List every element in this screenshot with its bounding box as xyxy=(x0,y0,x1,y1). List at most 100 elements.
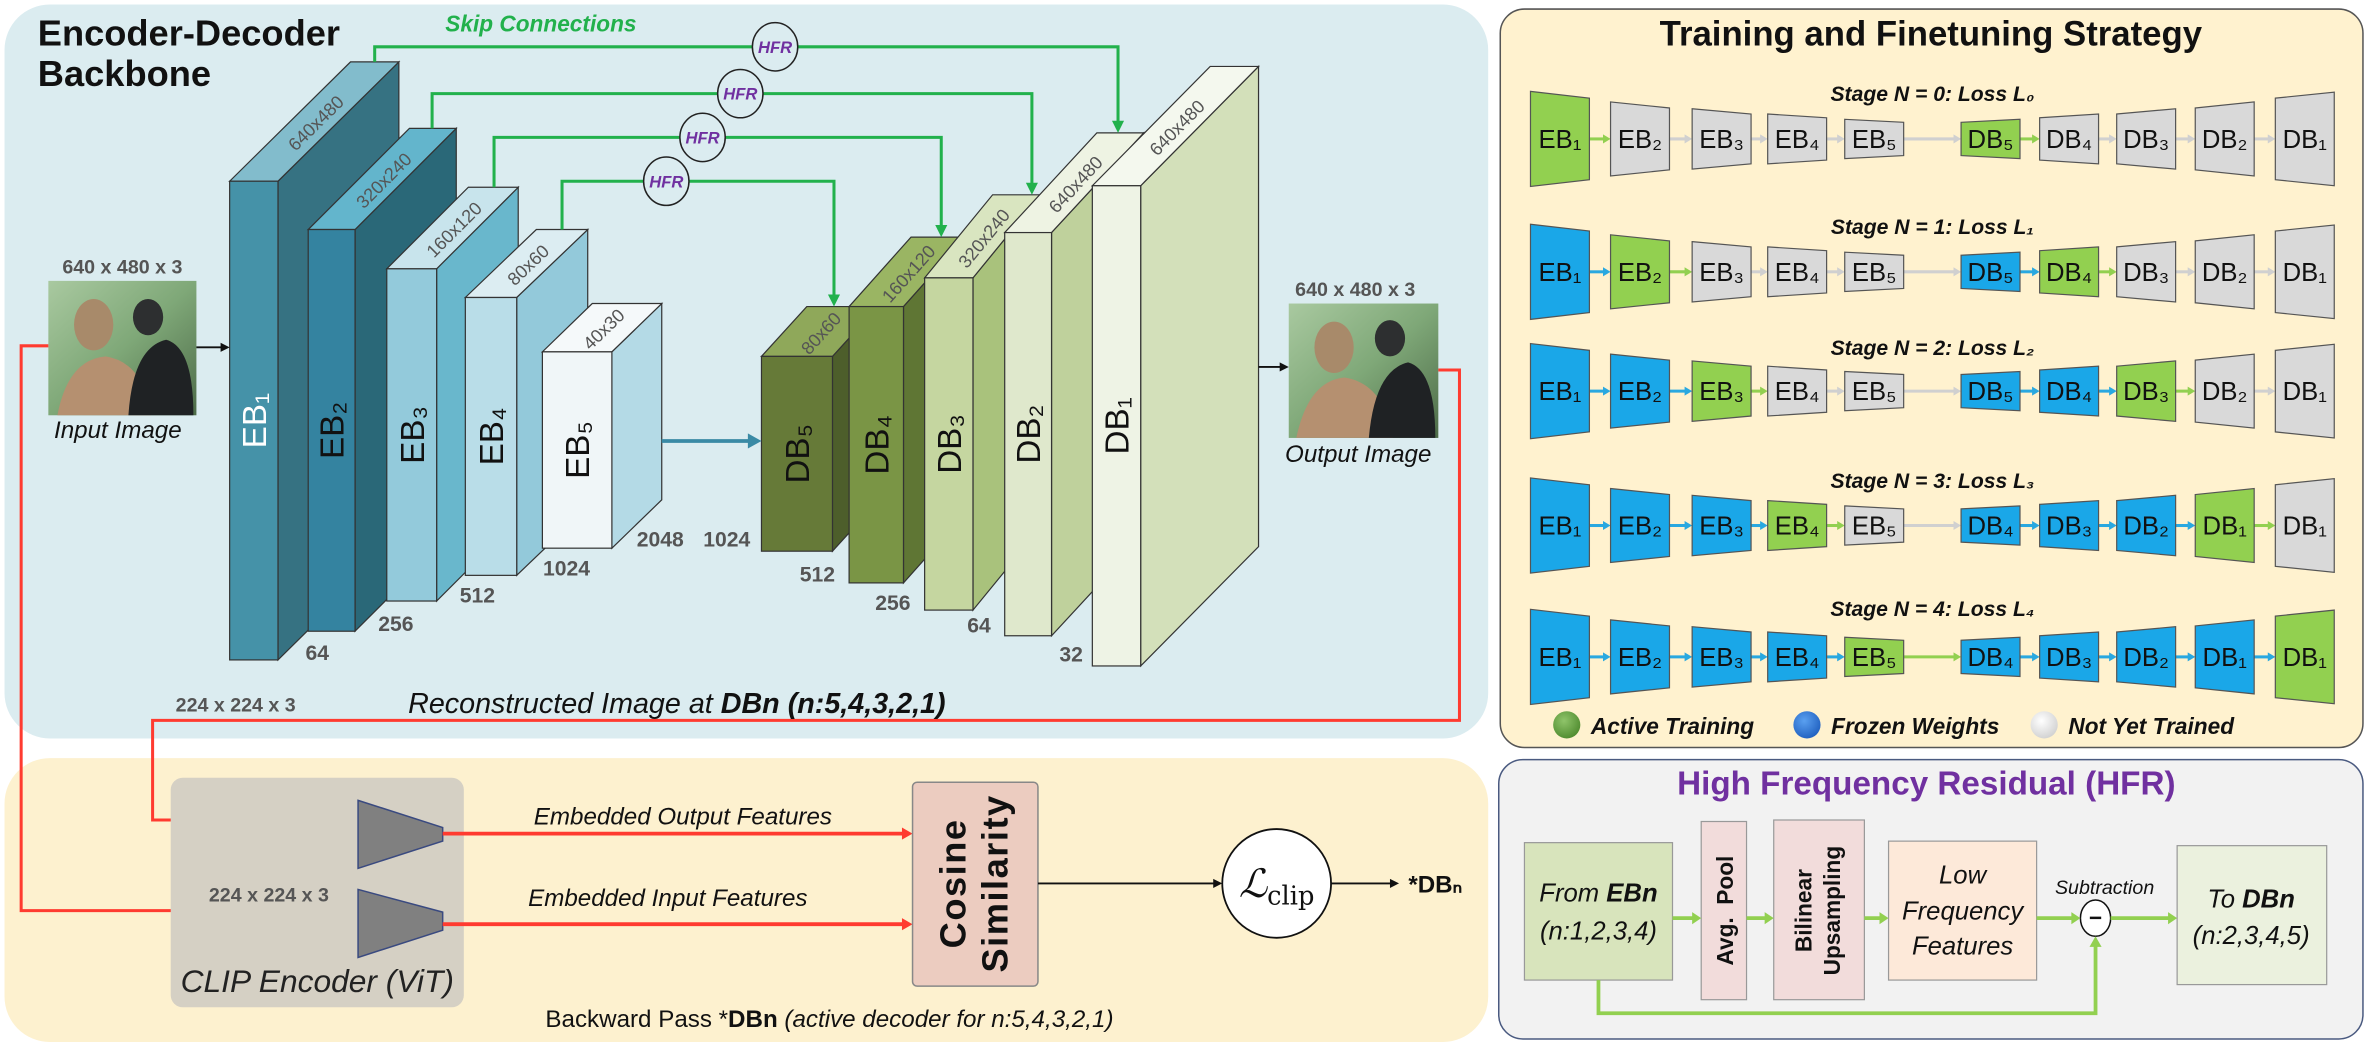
encoder-front-face xyxy=(386,268,438,602)
stage-block-label: EB₅ xyxy=(1852,259,1897,287)
output-size-label: 640 x 480 x 3 xyxy=(1295,279,1415,301)
encoder-name-label: EB₅ xyxy=(560,421,597,479)
clip-encoder-size-label: 224 x 224 x 3 xyxy=(209,885,329,907)
stage-arrowhead xyxy=(1760,134,1768,144)
stage-block-label: EB₃ xyxy=(1699,378,1744,406)
stage-block-frozen: EB₂ xyxy=(1609,353,1671,429)
low-frequency-line1: Low xyxy=(1939,861,1988,889)
bilinear-label-line2: Upsampling xyxy=(1819,846,1845,976)
stage-block-label: DB₂ xyxy=(2202,259,2248,287)
hfr-from-box xyxy=(1523,842,1674,981)
decoder-front-face xyxy=(1091,185,1142,667)
stage-block-frozen: EB₂ xyxy=(1609,487,1671,564)
stage-arrowhead xyxy=(1760,386,1768,396)
stage-arrowhead xyxy=(1760,267,1768,277)
stage-block-label: DB₁ xyxy=(2283,644,2327,672)
stage-arrowhead xyxy=(2187,652,2196,662)
stage-block-untrained: EB₅ xyxy=(1844,118,1905,160)
stage-block-label: DB₁ xyxy=(2203,513,2247,541)
stage-block-shape xyxy=(2039,113,2100,165)
stage-block-label: EB₄ xyxy=(1775,378,1820,406)
stage-arrowhead xyxy=(1760,652,1768,662)
skip-arrowhead xyxy=(1111,120,1125,133)
stage-arrowhead xyxy=(1837,386,1845,396)
stage-arrowhead xyxy=(1953,386,1962,396)
skip-arrowhead xyxy=(935,225,948,238)
stage-block-label: DB₁ xyxy=(2283,378,2327,406)
stage-block-untrained: EB₅ xyxy=(1844,251,1905,293)
stage-block-untrained: EB₃ xyxy=(1691,240,1752,303)
hfr-residual-arrowhead xyxy=(2089,936,2102,947)
stage-block-shape xyxy=(2116,108,2177,170)
stage-block-label: EB₅ xyxy=(1852,513,1897,541)
stage-block-shape xyxy=(2194,487,2255,564)
skip-connection: HFR xyxy=(492,112,948,238)
decoder-front-face xyxy=(1004,231,1053,637)
stage-block-label: EB₄ xyxy=(1775,259,1820,287)
stage-block-label: DB₁ xyxy=(2283,126,2327,154)
decoder-channels-label: 32 xyxy=(1059,643,1083,666)
decoder-name-label: DB₃ xyxy=(932,414,969,474)
stage-label: Stage N = 4: Loss L₄ xyxy=(1830,598,2034,621)
stage-block-shape xyxy=(2116,494,2177,557)
stage-block-shape xyxy=(2274,343,2335,439)
stage-block-shape xyxy=(2274,91,2335,187)
stage-block-shape xyxy=(2274,609,2335,705)
stage-arrowhead xyxy=(1603,652,1611,662)
stage-block-frozen: EB₁ xyxy=(1529,342,1591,440)
stage-block-frozen: EB₁ xyxy=(1529,608,1591,706)
stage-block-shape xyxy=(1529,223,1591,321)
hfr-node-label: HFR xyxy=(758,38,792,57)
stage-label: Stage N = 2: Loss L₂ xyxy=(1831,337,2035,360)
bilinear-label-line1: Bilinear xyxy=(1790,869,1816,952)
stage-block-shape xyxy=(1691,626,1752,688)
skip-connections-label: Skip Connections xyxy=(445,11,636,37)
stage-block-label: DB₃ xyxy=(2046,644,2092,672)
stage-block-active: EB₂ xyxy=(1609,234,1671,310)
skip-connection: HFR xyxy=(373,21,1125,133)
stage-arrowhead xyxy=(2187,267,2196,277)
stage-arrowhead xyxy=(1603,386,1611,396)
legend-label: Frozen Weights xyxy=(1831,713,1999,739)
stage-block-frozen: DB₂ xyxy=(2116,626,2177,688)
decoder-front-face xyxy=(760,355,834,552)
stage-block-label: EB₃ xyxy=(1699,259,1744,287)
stage-arrowhead xyxy=(1603,134,1611,144)
stage-block-shape xyxy=(2274,478,2335,574)
legend-item-frozen: Frozen Weights xyxy=(1793,711,1999,739)
stage-block-shape xyxy=(1529,477,1591,574)
stage-block-shape xyxy=(2194,353,2255,429)
stage-block-label: DB₅ xyxy=(1968,259,2014,287)
stage-block-shape xyxy=(1960,636,2021,678)
stage-block-shape xyxy=(1691,108,1752,170)
stage-block-shape xyxy=(1844,505,1905,546)
clip-encoder-label: CLIP Encoder (ViT) xyxy=(181,963,454,999)
strategy-panel xyxy=(1499,8,2364,749)
encoder-decoder-blocks: EB₁640x48064EB₂320x240256EB₃160x120512EB… xyxy=(228,60,1260,668)
hfr-residual-path xyxy=(1596,945,2098,1016)
decoder-name-label: DB₁ xyxy=(1100,397,1137,454)
stage-block-label: EB₃ xyxy=(1699,126,1744,154)
stage-arrowhead xyxy=(1684,134,1693,144)
stage-arrowhead xyxy=(2109,267,2117,277)
stage-block-label: DB₅ xyxy=(1968,378,2014,406)
stage-block-shape xyxy=(2116,626,2177,688)
stage-arrowhead xyxy=(2267,267,2276,277)
stage-block-shape xyxy=(2116,360,2177,422)
stage-block-shape xyxy=(1767,365,1828,417)
skip-arrowhead xyxy=(827,294,841,307)
stage-block-frozen: EB₃ xyxy=(1691,494,1752,557)
input-features-label: Embedded Input Features xyxy=(528,885,807,912)
stage-block-shape xyxy=(1691,240,1752,303)
stage-block-untrained: DB₂ xyxy=(2194,234,2255,310)
stage-arrowhead xyxy=(1837,267,1845,277)
input-image-label: Input Image xyxy=(54,417,182,444)
stage-block-shape xyxy=(1844,370,1905,412)
